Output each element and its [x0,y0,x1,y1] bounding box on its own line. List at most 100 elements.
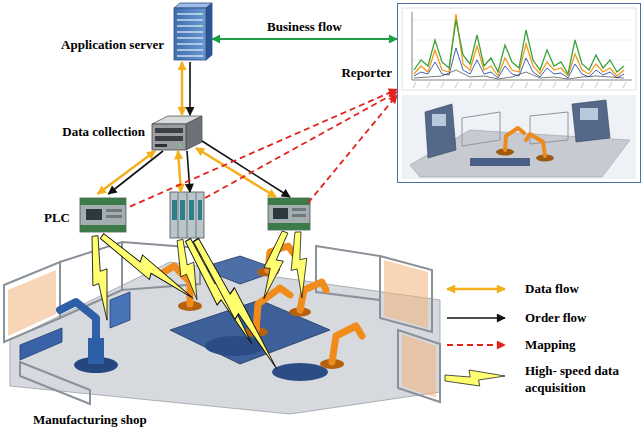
plc-icon [292,214,306,217]
safety-fence [384,260,428,328]
orange-robot [332,326,362,362]
safety-fence [380,256,432,332]
manufacturing-shop: Manufacturing shop [2,238,442,410]
reporter-3d-cell [572,100,610,142]
node-label: PLC [44,210,70,227]
plc-icon [80,198,126,232]
plc-icon [80,225,126,232]
reporter-chart [455,82,458,88]
legend-samples [445,370,505,386]
reporter-chart [412,80,632,81]
plc-icon [86,209,102,220]
server-icon [177,13,203,14]
node-label: Manufacturing shop [33,412,147,429]
node-label: Application server [61,37,164,54]
reporter-chart [441,82,444,88]
safety-fence [398,330,440,402]
data-collection-icon [155,136,183,141]
server-icon [177,14,203,56]
lightning-bolt [290,232,308,298]
server-icon [199,25,201,27]
flow-connector [98,151,156,194]
legend-samples [447,317,505,319]
reporter-chart [567,82,570,88]
legend-label: Data flow [525,281,579,298]
reporter-3d-cell [425,104,456,158]
flow-connector [130,89,397,206]
node-label: Data collection [62,124,145,141]
layout-wire [178,92,397,203]
reporter-3d-cell [402,95,636,179]
plc-icon [187,192,188,238]
reporter-chart [412,40,632,41]
data-collection-icon [155,144,167,147]
lightning-bolt [254,229,292,300]
plc-icon [189,200,194,220]
orange-robot [300,282,326,310]
data-collection-icon [179,144,181,146]
server-icon [199,13,201,15]
flow-connector [108,151,163,194]
application-server: Application server [170,2,212,62]
reporter-chart [539,82,542,88]
reporter-chart [412,12,413,80]
server-icon [174,8,206,60]
blue-robot [20,328,62,360]
plc-icon [106,209,122,212]
edge-group [98,39,397,207]
plc-icon [106,215,122,218]
reporter-chart [609,82,612,88]
plc-icon [292,208,306,211]
reporter-chart [402,8,636,90]
data-collection-icon [186,116,202,150]
reporter-3d-cell [462,112,500,146]
reporter-chart [623,82,626,88]
server-icon [177,19,203,20]
legend-label: High- speed data acquisition [525,363,637,397]
reporter-3d-cell [402,95,636,179]
plc-icon [178,192,179,238]
orange-robot [256,288,290,330]
plc-icon [268,223,310,230]
data-collection-server: Data collection [150,115,202,151]
reporter-chart [553,82,556,88]
server-icon [174,3,212,60]
reporter-panel: Reporter [397,3,641,183]
reporter-chart [414,70,624,79]
plc-icon [273,208,288,219]
layout-wire [205,92,397,198]
edge-label: Business flow [265,19,344,36]
blue-robot [20,292,130,373]
legend-samples [447,344,505,346]
layout-wire [187,151,190,192]
plc-icon [80,198,126,205]
plc-icon [268,198,310,205]
server-icon [177,55,203,56]
reporter-chart [427,82,430,88]
plc-icon [172,200,177,220]
plc-icon [268,198,310,230]
server-icon [177,31,203,32]
legend-samples [447,288,505,291]
flow-connector [181,62,184,115]
data-collection-icon [155,128,183,133]
server-icon [177,43,203,44]
reporter-3d-cell [580,108,598,120]
reporter-chart [483,82,486,88]
server-icon [177,37,203,38]
reporter-chart [402,8,636,90]
plc-controller: PLC [76,194,130,236]
reporter-3d-cell [526,134,545,156]
reporter-3d-cell [432,114,446,126]
lightning-bolt [87,229,308,374]
safety-fence [402,334,436,398]
lightning-bolt [87,235,113,321]
plc-icon [196,192,197,238]
reporter-3d-cell [470,158,530,166]
reporter-chart [525,82,528,88]
legend-samples [445,289,505,386]
reporter-chart [511,82,514,88]
safety-fence [4,242,440,404]
reporter-chart [414,14,624,76]
